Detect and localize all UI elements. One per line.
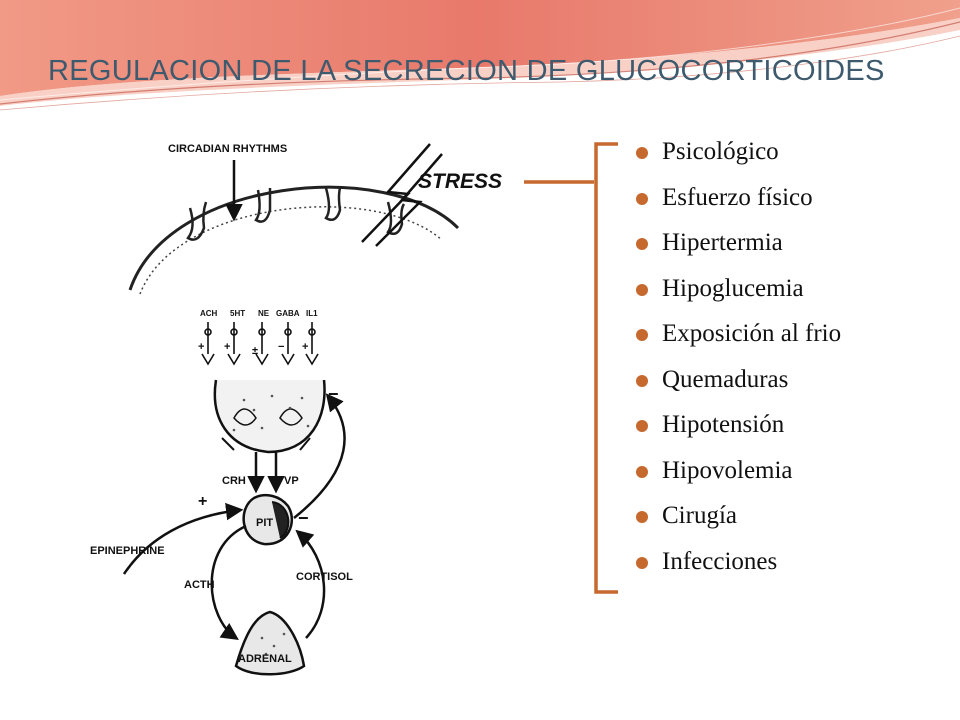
epinephrine-arrow (122, 502, 244, 575)
stressor-label: Hipoglucemia (662, 274, 804, 302)
slide-title: REGULACION DE LA SECRECION DE GLUCOCORTI… (48, 55, 885, 87)
hypothalamus-shape (213, 379, 326, 454)
bullet-icon (636, 420, 648, 432)
neuron-symbols (201, 322, 319, 366)
pit-label: PIT (256, 517, 273, 529)
bullet-icon (636, 192, 648, 205)
stressor-label: Hipotensión (662, 411, 785, 438)
cortisol-pituitary-arrow (295, 529, 326, 639)
bullet-icon (636, 374, 648, 387)
bullet-icon (636, 147, 648, 159)
stressor-list: Psicológico Esfuerzo físico Hipertermia … (636, 134, 841, 589)
bracket-line (594, 142, 618, 594)
bullet-icon (636, 283, 648, 296)
hypothalamus-minus-sign: − (328, 384, 339, 404)
stressor-bracket (524, 142, 618, 594)
sign-label: + (224, 341, 230, 353)
pituitary-minus-sign: − (298, 508, 309, 528)
stressor-label: Quemaduras (662, 365, 789, 393)
adrenal-shape (234, 610, 306, 676)
stressor-item: Quemaduras (636, 362, 841, 408)
stress-label: STRESS (418, 170, 502, 193)
circadian-rhythms-label: CIRCADIAN RHYTHMS (168, 143, 287, 155)
stressor-label: Hipertermia (662, 229, 783, 256)
stressor-item: Exposición al frio (636, 316, 841, 362)
bullet-icon (636, 238, 648, 250)
cortisol-hypothalamus-arrow (293, 393, 346, 519)
stressor-item: Esfuerzo físico (636, 180, 841, 226)
cortex-arc (128, 185, 460, 295)
adrenal-label: ADRENAL (238, 653, 292, 665)
stressor-label: Esfuerzo físico (662, 183, 813, 211)
neurotransmitter-label: IL1 (306, 309, 318, 318)
stressor-item: Infecciones (636, 544, 841, 590)
acth-arrow (210, 524, 247, 640)
bullet-icon (636, 556, 648, 569)
sign-label: ± (252, 345, 258, 357)
stressor-label: Exposición al frio (662, 320, 842, 347)
sign-label: + (302, 341, 308, 353)
stressor-label: Infecciones (662, 547, 778, 575)
neurotransmitter-label: GABA (276, 309, 300, 318)
stressor-item: Hipotensión (636, 407, 841, 453)
stressor-item: Psicológico (636, 134, 841, 180)
pituitary-shape (242, 494, 294, 546)
sign-label: − (278, 341, 284, 353)
bullet-icon (636, 465, 648, 478)
acth-label: ACTH (184, 579, 215, 591)
cortisol-label: CORTISOL (296, 571, 353, 583)
stress-lightning-icon (361, 143, 443, 247)
bullet-icon (636, 329, 648, 341)
header-banner (0, 0, 960, 111)
vp-label: VP (284, 475, 299, 487)
stressor-label: Cirugía (662, 502, 737, 529)
neurotransmitter-label: ACH (200, 309, 218, 318)
stressor-item: Cirugía (636, 498, 841, 544)
stressor-item: Hipovolemia (636, 453, 841, 499)
stressor-item: Hipertermia (636, 225, 841, 271)
hpa-axis-figure: CIRCADIAN RHYTHMS STRESS ACH 5HT NE GABA… (58, 118, 558, 690)
stressor-item: Hipoglucemia (636, 271, 841, 317)
epinephrine-plus-sign: + (198, 493, 207, 510)
stressor-label: Psicológico (662, 138, 779, 165)
crh-label: CRH (222, 475, 246, 487)
neurotransmitter-label: 5HT (230, 309, 245, 318)
sign-label: + (198, 341, 204, 353)
stressor-label: Hipovolemia (662, 456, 793, 484)
bullet-icon (636, 511, 648, 523)
neurotransmitter-label: NE (258, 309, 270, 318)
epinephrine-label: EPINEPHRINE (90, 545, 165, 557)
